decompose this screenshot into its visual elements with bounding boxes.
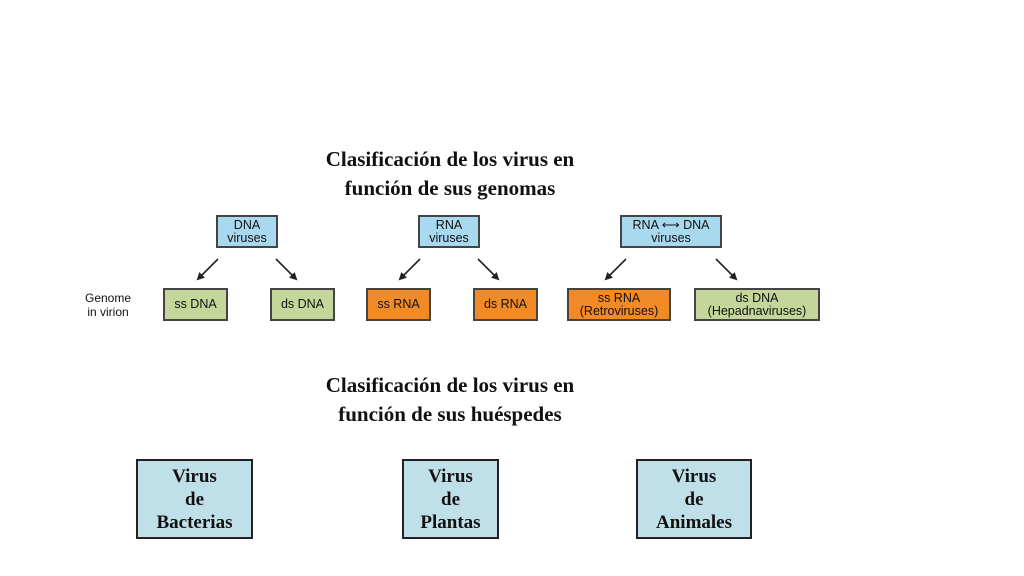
host-title-line2: función de sus huéspedes (338, 402, 562, 426)
plant-box-line1: Virus (428, 465, 473, 487)
arrow-retro-to-ssrna (604, 258, 627, 281)
bacteria-box-line2: de (185, 488, 204, 510)
genome-label-line1: Genome (84, 291, 132, 305)
arrow-dna-to-ssdna (196, 258, 219, 281)
retroviruses-label-2: (Retroviruses) (579, 303, 659, 318)
rna-dna-viruses-node: RNA ⟷ DNA viruses (620, 215, 722, 248)
dna-viruses-label-2: viruses (227, 230, 267, 245)
plant-virus-box: Virus de Plantas (402, 459, 499, 539)
ds-rna-node: ds RNA (473, 288, 538, 321)
arrow-retro-to-dsdna (715, 258, 738, 281)
host-classification-title: Clasificación de los virus en función de… (250, 371, 650, 429)
genome-classification-title: Clasificación de los virus en función de… (250, 145, 650, 203)
host-title-line1: Clasificación de los virus en (325, 373, 575, 397)
ss-rna-label: ss RNA (377, 297, 420, 311)
plant-box-line2: de (441, 488, 460, 510)
ds-rna-label: ds RNA (483, 297, 528, 311)
hepadnaviruses-label-2: (Hepadnaviruses) (707, 303, 807, 318)
dna-viruses-node: DNA viruses (216, 215, 278, 248)
retroviruses-node: ss RNA (Retroviruses) (567, 288, 671, 321)
arrow-rna-to-dsrna (477, 258, 500, 281)
animal-box-line2: de (684, 488, 704, 510)
ds-dna-label: ds DNA (280, 297, 325, 311)
ss-dna-label: ss DNA (174, 297, 217, 311)
ss-rna-node: ss RNA (366, 288, 431, 321)
bacteria-box-line1: Virus (172, 465, 217, 487)
arrow-rna-to-ssrna (398, 258, 421, 281)
rna-dna-viruses-label-1: RNA ⟷ DNA (632, 217, 710, 232)
hepadnaviruses-node: ds DNA (Hepadnaviruses) (694, 288, 820, 321)
animal-box-line1: Virus (671, 465, 717, 487)
arrow-dna-to-dsdna (275, 258, 298, 281)
ss-dna-node: ss DNA (163, 288, 228, 321)
hepadnaviruses-label-1: ds DNA (735, 290, 779, 305)
genome-in-virion-label: Genome in virion (72, 291, 144, 319)
rna-viruses-label-1: RNA (435, 217, 463, 232)
rna-viruses-node: RNA viruses (418, 215, 480, 248)
rna-viruses-label-2: viruses (429, 230, 469, 245)
genome-title-line2: función de sus genomas (344, 176, 556, 200)
animal-box-line3: Animales (656, 511, 732, 533)
genome-title-line1: Clasificación de los virus en (325, 147, 575, 171)
bacteria-virus-box: Virus de Bacterias (136, 459, 253, 539)
dna-viruses-label-1: DNA (233, 217, 261, 232)
animal-virus-box: Virus de Animales (636, 459, 752, 539)
plant-box-line3: Plantas (420, 511, 481, 533)
rna-dna-viruses-label-2: viruses (651, 230, 691, 245)
genome-label-line2: in virion (87, 305, 129, 319)
ds-dna-node: ds DNA (270, 288, 335, 321)
retroviruses-label-1: ss RNA (597, 290, 641, 305)
bacteria-box-line3: Bacterias (156, 511, 233, 533)
